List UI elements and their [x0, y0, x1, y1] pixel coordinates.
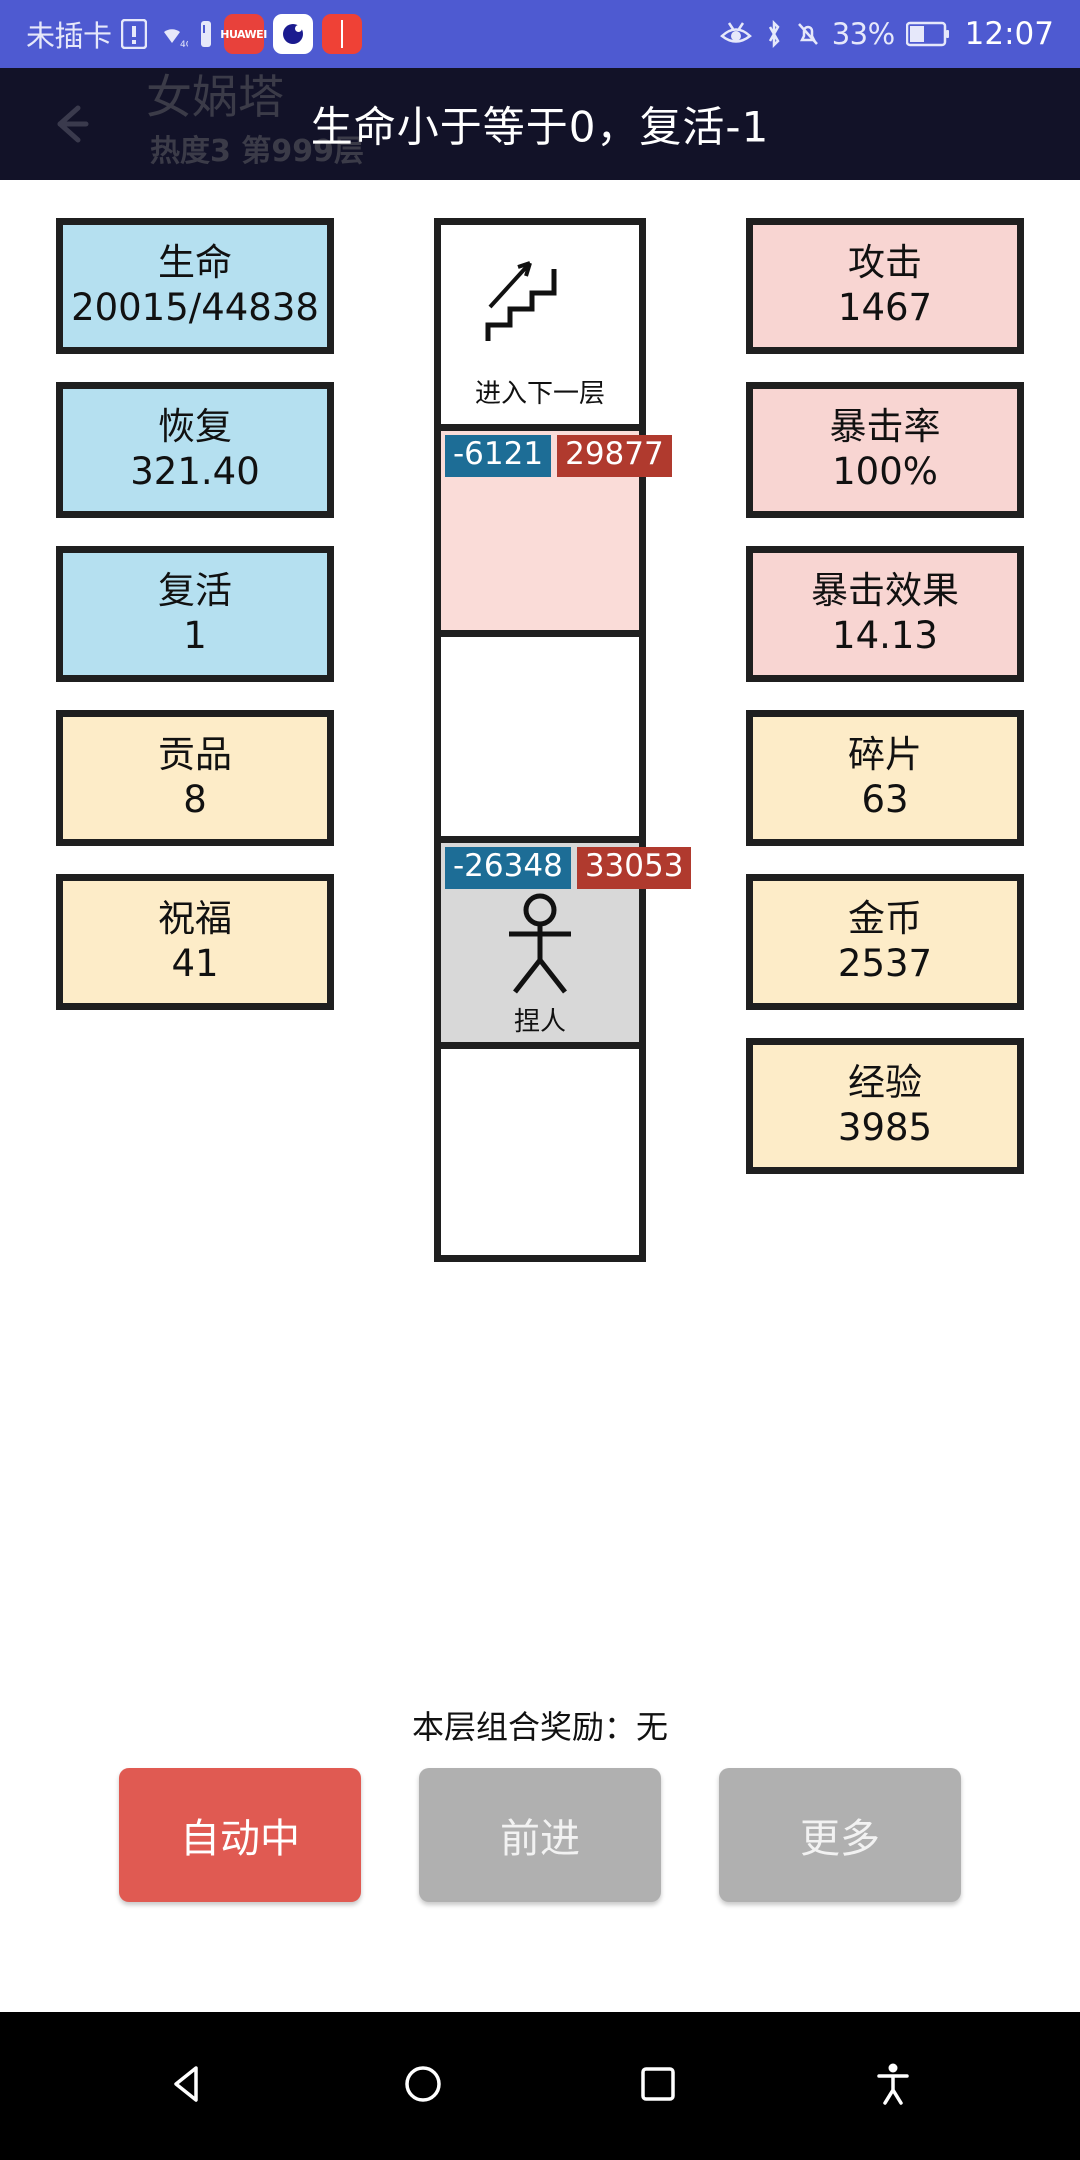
stat-value: 8 [183, 778, 207, 821]
sim-alert-icon [120, 19, 147, 49]
stat-label: 生命 [158, 241, 232, 285]
stat-box-recovery[interactable]: 恢复 321.40 [56, 382, 334, 518]
stat-box-crit-rate[interactable]: 暴击率 100% [746, 382, 1024, 518]
battery-percent-label: 33% [831, 17, 895, 51]
stat-value: 321.40 [130, 450, 260, 493]
stat-label: 暴击效果 [811, 569, 959, 613]
back-triangle-icon[interactable] [164, 2060, 212, 2112]
tower-cell-enemy[interactable]: -6121 29877 [441, 431, 672, 637]
stat-box-blessing[interactable]: 祝福 41 [56, 874, 334, 1010]
reader-app-icon [321, 14, 362, 54]
auto-button[interactable]: 自动中 [119, 1768, 361, 1902]
more-button[interactable]: 更多 [719, 1768, 961, 1902]
stat-value: 100% [832, 450, 938, 493]
stat-box-attack[interactable]: 攻击 1467 [746, 218, 1024, 354]
stat-box-tribute[interactable]: 贡品 8 [56, 710, 334, 846]
action-buttons: 自动中 前进 更多 [0, 1768, 1080, 1902]
stat-box-gold[interactable]: 金币 2537 [746, 874, 1024, 1010]
recents-square-icon[interactable] [634, 2060, 682, 2112]
stat-box-fragments[interactable]: 碎片 63 [746, 710, 1024, 846]
vpn-key-icon [197, 19, 215, 49]
tower-cell-empty-1[interactable] [441, 637, 639, 843]
accessibility-icon[interactable] [869, 2060, 917, 2112]
stat-label: 攻击 [848, 241, 922, 285]
clock-label: 12:07 [964, 16, 1054, 52]
stat-label: 贡品 [158, 733, 232, 777]
svg-text:4G: 4G [180, 40, 188, 49]
mute-bell-icon [795, 19, 821, 49]
eye-care-icon [719, 19, 753, 49]
tower-cell-caption: 进入下一层 [474, 379, 605, 409]
title-bar: 女娲塔 热度3 第999层 生命小于等于0，复活-1 [0, 68, 1080, 180]
stat-value: 1467 [837, 286, 933, 329]
stat-box-experience[interactable]: 经验 3985 [746, 1038, 1024, 1174]
stat-label: 复活 [158, 569, 232, 613]
page-title: 女娲塔 [146, 70, 284, 124]
stick-figure-icon [441, 889, 639, 1001]
stat-value: 41 [171, 942, 219, 985]
toast-message: 生命小于等于0，复活-1 [310, 102, 770, 152]
home-circle-icon[interactable] [399, 2060, 447, 2112]
stat-label: 暴击率 [829, 405, 941, 449]
browser-app-icon [272, 14, 313, 54]
tower-column: 进入下一层 -6121 29877 -26348 33053 [434, 218, 692, 1262]
status-bar-right: 33% 12:07 [719, 16, 1054, 52]
damage-taken-badge: -26348 [445, 847, 571, 889]
damage-dealt-badge: 29877 [557, 435, 672, 477]
page-subtitle: 热度3 第999层 [150, 134, 364, 169]
back-arrow-icon[interactable] [46, 98, 98, 150]
stat-value: 3985 [837, 1106, 933, 1149]
stairs-up-arrow-icon [441, 225, 639, 373]
stat-box-revive[interactable]: 复活 1 [56, 546, 334, 682]
damage-badges: -6121 29877 [441, 431, 672, 477]
tower-cell-figure[interactable]: -26348 33053 捏人 [441, 843, 692, 1049]
bluetooth-icon [764, 19, 784, 49]
stat-value: 14.13 [832, 614, 938, 657]
right-stats-column: 攻击 1467 暴击率 100% 暴击效果 14.13 碎片 63 金币 2 [746, 218, 1024, 1174]
stat-box-health[interactable]: 生命 20015/44838 [56, 218, 334, 354]
damage-taken-badge: -6121 [445, 435, 552, 477]
main-content: 生命 20015/44838 恢复 321.40 复活 1 贡品 8 祝福 [0, 180, 1080, 1944]
floor-reward-label: 本层组合奖励：无 [411, 1708, 668, 1746]
stat-label: 金币 [848, 897, 922, 941]
stat-label: 恢复 [158, 405, 232, 449]
wifi-icon: 4G [156, 19, 188, 49]
status-bar: 未插卡 4G HUAWEI 33% [0, 0, 1080, 68]
stat-value: 1 [183, 614, 207, 657]
status-bar-left: 未插卡 4G HUAWEI [26, 13, 719, 55]
stat-label: 碎片 [848, 733, 922, 777]
stat-value: 20015/44838 [71, 286, 319, 329]
tower-cell-stairs[interactable]: 进入下一层 [441, 225, 639, 431]
advance-button[interactable]: 前进 [419, 1768, 661, 1902]
carrier-label: 未插卡 [26, 19, 112, 53]
battery-icon [905, 21, 950, 47]
stat-label: 经验 [848, 1061, 922, 1105]
tower-cell-empty-2[interactable] [441, 1049, 639, 1255]
damage-dealt-badge: 33053 [576, 847, 692, 889]
tower-cell-caption: 捏人 [513, 1007, 566, 1037]
stat-value: 63 [861, 778, 909, 821]
damage-badges: -26348 33053 [441, 843, 692, 889]
android-nav-bar [0, 2012, 1080, 2160]
left-stats-column: 生命 20015/44838 恢复 321.40 复活 1 贡品 8 祝福 [56, 218, 334, 1010]
stats-columns: 生命 20015/44838 恢复 321.40 复活 1 贡品 8 祝福 [0, 218, 1080, 1262]
stat-label: 祝福 [158, 897, 232, 941]
stat-value: 2537 [837, 942, 933, 985]
stat-box-crit-damage[interactable]: 暴击效果 14.13 [746, 546, 1024, 682]
huawei-app-icon: HUAWEI [220, 14, 267, 54]
